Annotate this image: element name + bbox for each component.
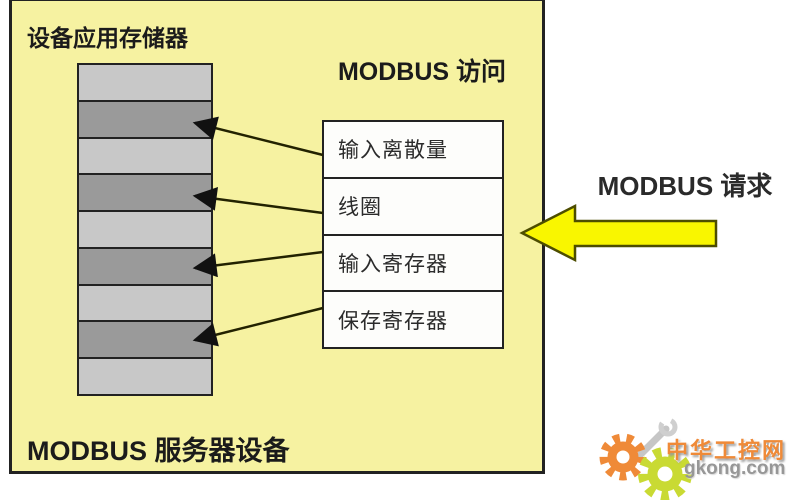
- access-row-input-registers: 输入寄存器: [324, 235, 502, 293]
- watermark-logo: [599, 417, 692, 500]
- access-row-input-discretes: 输入离散量: [324, 122, 502, 179]
- access-row-label: 输入离散量: [338, 139, 448, 163]
- wrench-icon: [636, 417, 678, 459]
- memory-band-dark: [79, 175, 211, 213]
- memory-band-dark: [79, 101, 211, 139]
- gear-green-icon: [638, 447, 692, 500]
- memory-band-light: [79, 359, 211, 395]
- access-title: MODBUS 访问: [337, 58, 507, 86]
- access-table: 输入离散量 线圈 输入寄存器 保存寄存器: [322, 120, 504, 349]
- access-row-label: 保存寄存器: [338, 309, 448, 333]
- memory-band-dark: [79, 322, 211, 360]
- watermark-site-url: gkong.com: [684, 458, 786, 479]
- memory-column: [77, 63, 213, 396]
- modbus-request-arrow-icon: [519, 203, 718, 263]
- gear-orange-icon: [599, 433, 647, 481]
- memory-band-light: [79, 65, 211, 102]
- memory-band-dark: [79, 248, 211, 286]
- access-row-coils: 线圈: [324, 178, 502, 236]
- watermark-site-name: 中华工控网: [666, 438, 787, 463]
- memory-title: 设备应用存储器: [27, 25, 188, 51]
- access-row-label: 线圈: [338, 196, 382, 220]
- memory-band-light: [79, 138, 211, 176]
- server-device-label: MODBUS 服务器设备: [27, 436, 290, 466]
- access-row-label: 输入寄存器: [338, 252, 448, 276]
- memory-band-light: [79, 212, 211, 249]
- memory-band-light: [79, 285, 211, 323]
- access-row-holding-registers: 保存寄存器: [324, 292, 502, 347]
- request-label: MODBUS 请求: [597, 171, 773, 201]
